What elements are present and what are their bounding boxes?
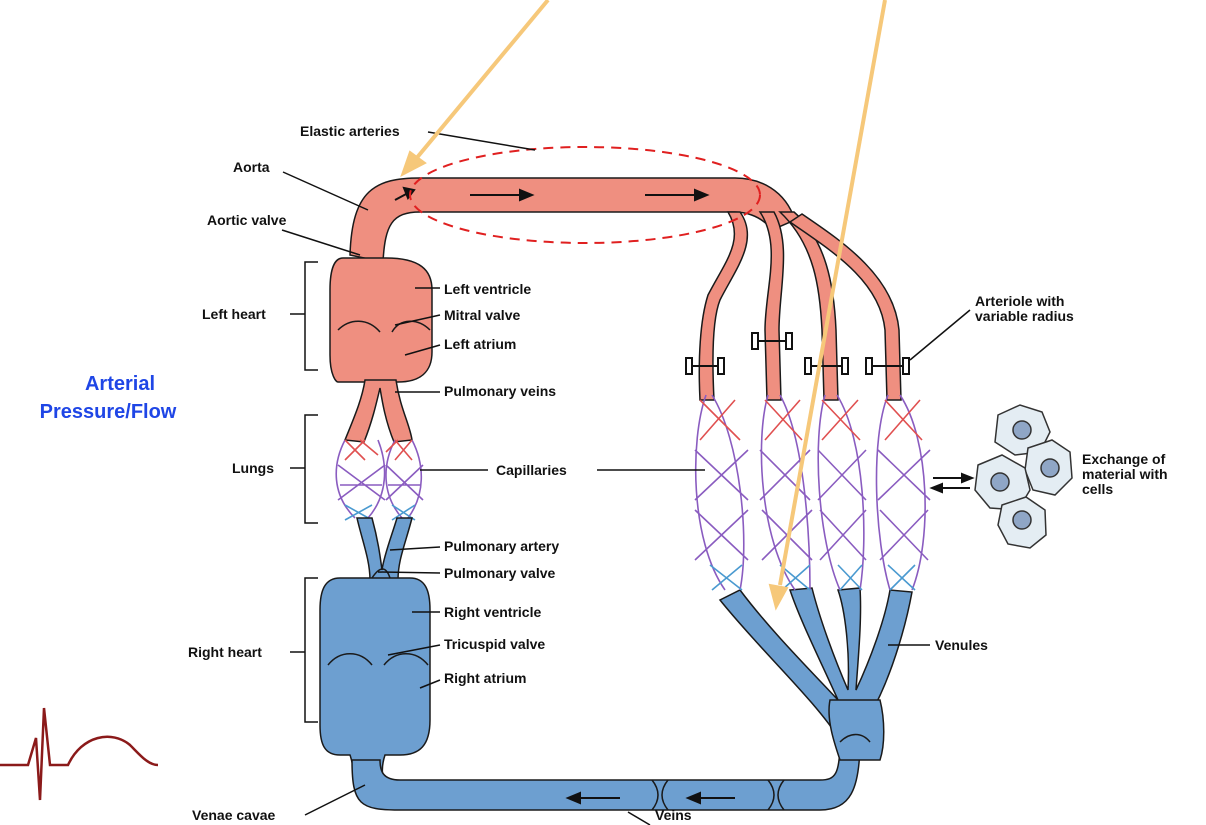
aorta-vessel (350, 178, 795, 262)
label-capillaries: Capillaries (496, 462, 567, 478)
label-venules: Venules (935, 637, 988, 653)
label-exchange-line2: material with (1082, 466, 1168, 482)
pointer-arrow-aorta (415, 0, 548, 160)
arteriole-clamps (686, 333, 909, 374)
label-right-heart: Right heart (188, 644, 262, 660)
brackets (290, 262, 318, 722)
right-heart-bracket (290, 578, 318, 722)
label-pulmonary-artery: Pulmonary artery (444, 538, 559, 554)
pointer-arrows (402, 0, 885, 608)
pointer-arrow-venules (780, 0, 885, 585)
label-exchange-line1: Exchange of (1082, 451, 1166, 467)
arterial-pressure-flow-label-line1: Arterial (85, 373, 155, 395)
label-left-ventricle: Left ventricle (444, 281, 531, 297)
label-pulmonary-veins: Pulmonary veins (444, 383, 556, 399)
systemic-capillary-beds (695, 395, 930, 590)
lung-capillary-bed (336, 440, 423, 520)
label-arteriole-line1: Arteriole with (975, 293, 1064, 309)
label-tricuspid-valve: Tricuspid valve (444, 636, 545, 652)
label-venae-cavae: Venae cavae (192, 807, 276, 823)
label-lungs: Lungs (232, 460, 274, 476)
label-aortic-valve: Aortic valve (207, 212, 287, 228)
label-exchange-line3: cells (1082, 481, 1113, 497)
venule-trunk (829, 700, 884, 760)
label-right-ventricle: Right ventricle (444, 604, 541, 620)
pointer-arrow-aorta-head (402, 152, 425, 175)
exchange-arrows (932, 474, 972, 492)
lungs-bracket (290, 415, 318, 523)
label-veins: Veins (655, 807, 692, 823)
left-heart-bracket (290, 262, 318, 370)
arterial-pressure-flow-label-line2: Pressure/Flow (40, 401, 177, 423)
pulmonary-veins-vessel (345, 380, 412, 442)
tissue-cells (975, 405, 1072, 548)
label-aorta: Aorta (233, 159, 270, 175)
label-mitral-valve: Mitral valve (444, 307, 520, 323)
venous-system (320, 518, 912, 810)
pointer-arrow-venules-head (770, 585, 787, 608)
label-left-heart: Left heart (202, 306, 266, 322)
ecg-trace-logo (0, 708, 158, 800)
arterial-branch-2 (760, 212, 784, 400)
veins-vessel (352, 740, 860, 810)
label-arteriole-line2: variable radius (975, 308, 1074, 324)
label-pulmonary-valve: Pulmonary valve (444, 565, 555, 581)
label-right-atrium: Right atrium (444, 670, 526, 686)
arterial-system (330, 178, 901, 442)
label-left-atrium: Left atrium (444, 336, 516, 352)
label-elastic-arteries: Elastic arteries (300, 123, 400, 139)
